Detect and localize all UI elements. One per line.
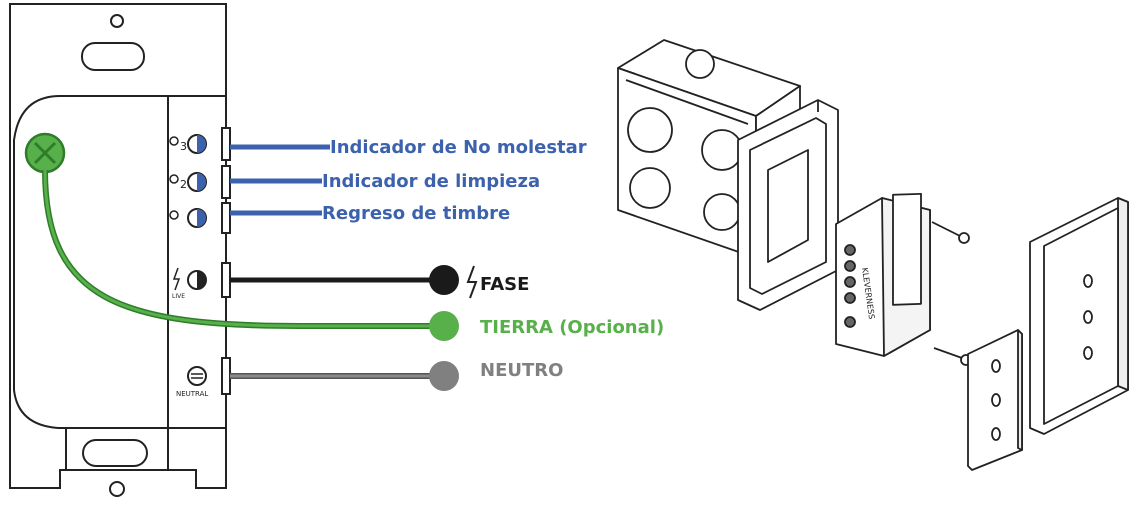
mounting-frame	[737, 99, 839, 311]
svg-text:3: 3	[180, 140, 187, 153]
bulb-icon	[169, 136, 179, 146]
label-limpieza: Indicador de limpieza	[322, 171, 540, 192]
top-mount-slot	[81, 42, 145, 71]
switch-module: KLEVERNESS	[835, 192, 931, 357]
svg-text:LIVE: LIVE	[172, 293, 185, 300]
indicator-terminal-2: 2	[169, 172, 207, 192]
bottom-mount-slot	[82, 439, 148, 467]
bulb-icon	[169, 210, 179, 220]
neutral-terminal: NEUTRAL	[176, 366, 208, 398]
switch-module-back	[9, 3, 227, 497]
bottom-tab	[65, 428, 169, 471]
svg-text:2: 2	[180, 178, 187, 191]
ground-screw-icon	[24, 132, 66, 174]
bottom-screw-hole	[109, 481, 125, 497]
small-cover-plate	[967, 329, 1023, 471]
label-neutro: NEUTRO	[480, 360, 563, 381]
tierra-dot	[429, 311, 459, 341]
svg-text:NEUTRAL: NEUTRAL	[176, 390, 208, 398]
wire-tierra-inner	[43, 169, 430, 328]
mounting-strap	[9, 3, 227, 489]
neutro-dot	[429, 361, 459, 391]
bulb-icon	[169, 174, 179, 184]
lightning-icon	[172, 267, 181, 291]
mounting-screw-bottom	[933, 347, 972, 366]
label-timbre: Regreso de timbre	[322, 203, 510, 224]
top-screw-hole	[110, 14, 124, 28]
exploded-assembly: KLEVERNESS	[617, 39, 1129, 471]
indicator-terminal-1	[169, 208, 207, 228]
fase-dot	[429, 265, 459, 295]
wires	[42, 144, 430, 379]
live-terminal: LIVE	[172, 267, 207, 300]
label-no-molestar: Indicador de No molestar	[330, 137, 587, 158]
indicator-terminal-3: 3	[169, 134, 207, 154]
label-fase: FASE	[480, 274, 529, 295]
module-body	[13, 95, 227, 429]
label-tierra: TIERRA (Opcional)	[480, 317, 664, 338]
wire-tierra	[42, 169, 430, 329]
mounting-screw-top	[931, 221, 970, 244]
lightning-icon	[466, 265, 478, 299]
touch-panel	[1029, 197, 1129, 435]
